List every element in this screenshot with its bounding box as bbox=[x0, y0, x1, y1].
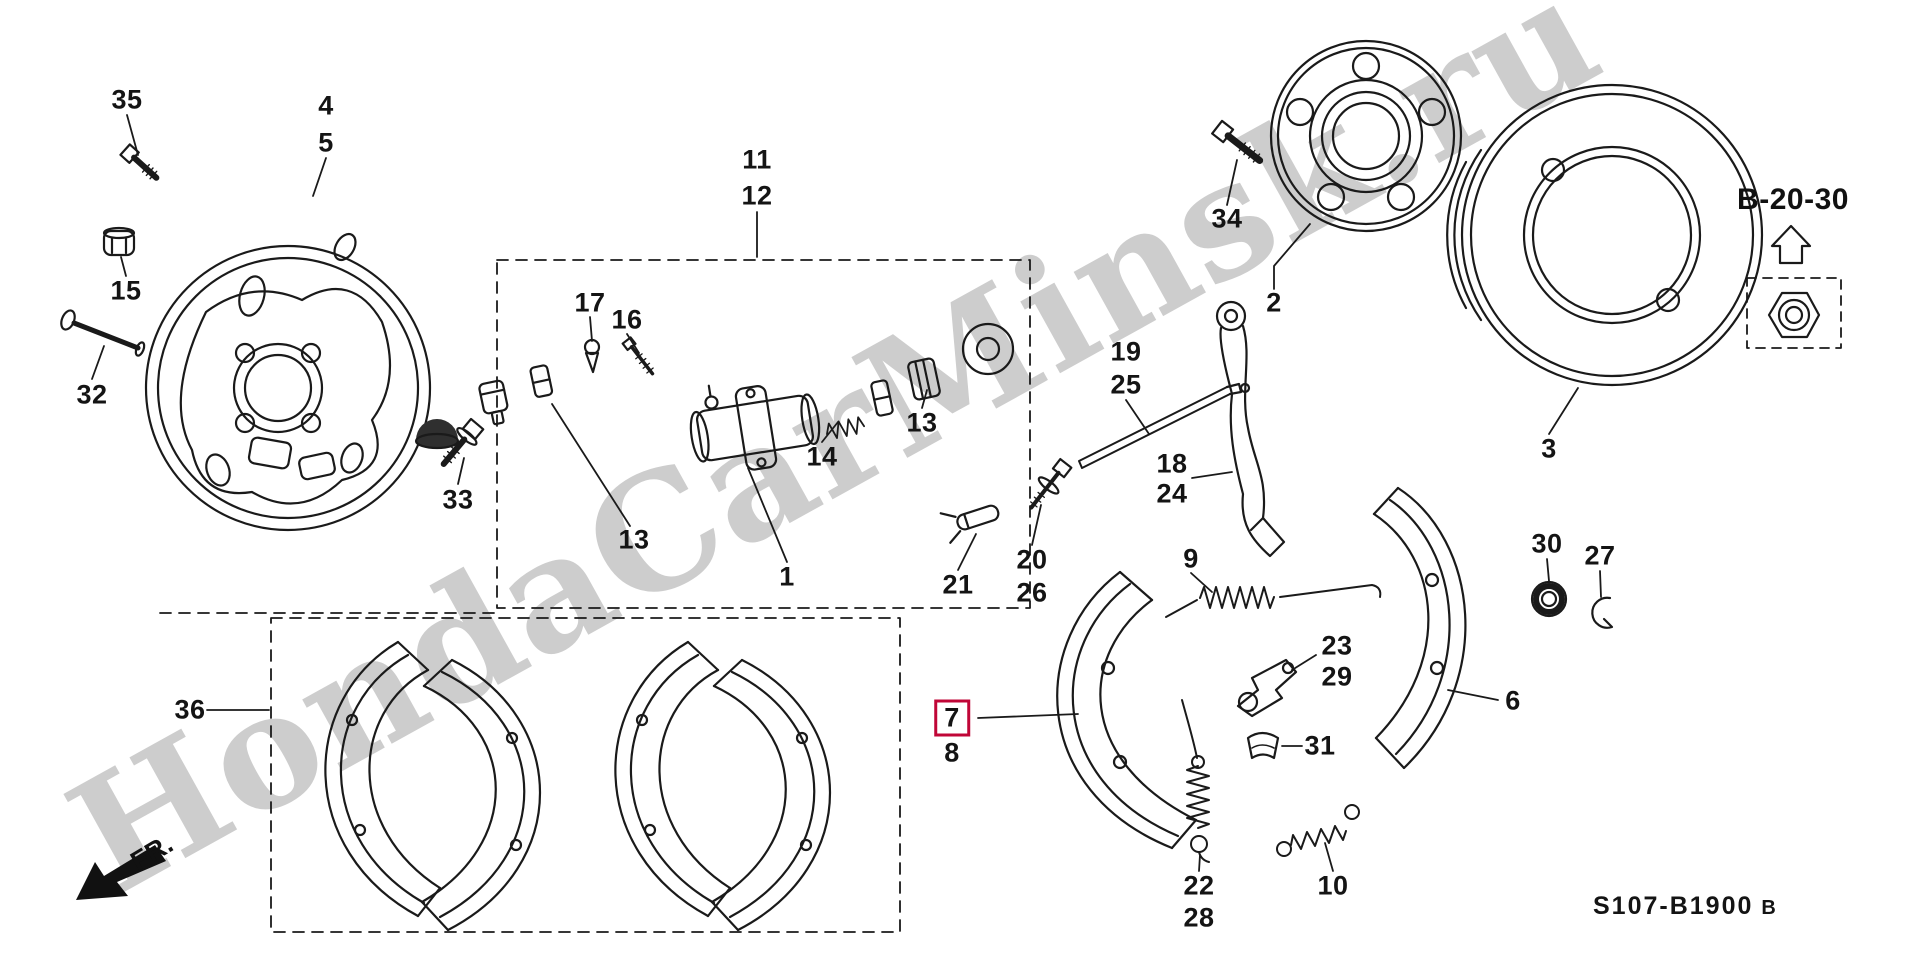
grommet-15-drawing bbox=[102, 226, 136, 257]
part-label-25[interactable]: 25 bbox=[1110, 369, 1142, 400]
part-label-33[interactable]: 33 bbox=[442, 484, 474, 515]
parking-lever-18-drawing bbox=[1215, 300, 1286, 558]
hub-drawing bbox=[1269, 39, 1463, 233]
part-label-12[interactable]: 12 bbox=[741, 180, 773, 211]
part-label-7-highlighted[interactable]: 7 bbox=[934, 699, 970, 737]
brake-shoe-6-drawing bbox=[1372, 486, 1467, 770]
washer-30-drawing bbox=[1530, 580, 1568, 618]
part-label-28[interactable]: 28 bbox=[1183, 902, 1215, 933]
part-label-13-left[interactable]: 13 bbox=[618, 524, 650, 555]
part-label-24[interactable]: 24 bbox=[1156, 478, 1188, 509]
bolt-20-drawing bbox=[1029, 457, 1073, 510]
part-label-3[interactable]: 3 bbox=[1541, 433, 1557, 464]
reference-nut-box-drawing bbox=[1746, 277, 1842, 349]
part-label-15[interactable]: 15 bbox=[110, 275, 142, 306]
part-label-35[interactable]: 35 bbox=[111, 84, 143, 115]
diagram-code-suffix: B bbox=[1761, 897, 1776, 919]
part-label-1[interactable]: 1 bbox=[779, 561, 795, 592]
shoe-set-boundary-box bbox=[270, 617, 901, 933]
part-label-10[interactable]: 10 bbox=[1317, 870, 1349, 901]
part-label-5[interactable]: 5 bbox=[318, 127, 334, 158]
part-label-14[interactable]: 14 bbox=[806, 441, 838, 472]
part-label-30[interactable]: 30 bbox=[1531, 528, 1563, 559]
pin-32-drawing bbox=[60, 309, 146, 357]
part-label-21[interactable]: 21 bbox=[942, 569, 974, 600]
part-label-32[interactable]: 32 bbox=[76, 379, 108, 410]
bolt-35-drawing bbox=[119, 143, 160, 181]
part-label-31[interactable]: 31 bbox=[1304, 730, 1336, 761]
part-label-23[interactable]: 23 bbox=[1321, 630, 1353, 661]
fr-direction-arrow-icon bbox=[76, 845, 166, 900]
shoe-set-drawing bbox=[324, 640, 831, 932]
part-label-34[interactable]: 34 bbox=[1211, 203, 1243, 234]
part-label-17[interactable]: 17 bbox=[574, 287, 606, 318]
part-label-4[interactable]: 4 bbox=[318, 90, 334, 121]
lower-spring-22-drawing bbox=[1181, 699, 1210, 863]
part-label-20[interactable]: 20 bbox=[1016, 544, 1048, 575]
part-label-29[interactable]: 29 bbox=[1321, 661, 1353, 692]
clamp-31-drawing bbox=[1246, 731, 1280, 760]
boot-13-right-drawing bbox=[961, 322, 1015, 376]
part-label-36[interactable]: 36 bbox=[174, 694, 206, 725]
part-label-2[interactable]: 2 bbox=[1266, 287, 1282, 318]
spring-10-drawing bbox=[1276, 804, 1360, 857]
part-label-6[interactable]: 6 bbox=[1505, 685, 1521, 716]
brake-rod-19-drawing bbox=[1078, 382, 1251, 469]
part-label-9[interactable]: 9 bbox=[1183, 543, 1199, 574]
part-label-13-right[interactable]: 13 bbox=[906, 407, 938, 438]
part-label-11[interactable]: 11 bbox=[742, 144, 772, 175]
diagram-code-main: S107-B1900 bbox=[1593, 892, 1754, 920]
brake-shoe-7-drawing bbox=[1056, 570, 1198, 850]
wheel-cylinder-boundary-box bbox=[159, 259, 1031, 614]
piston-13-drawing bbox=[907, 357, 941, 401]
part-label-7-text: 7 bbox=[944, 702, 960, 733]
cup-13-right-drawing bbox=[870, 379, 894, 417]
adjuster-23-drawing bbox=[1236, 658, 1298, 718]
part-label-22[interactable]: 22 bbox=[1183, 870, 1215, 901]
clip-27-drawing bbox=[1591, 596, 1614, 629]
bleeder-17-drawing bbox=[583, 338, 601, 374]
part-label-27[interactable]: 27 bbox=[1584, 540, 1616, 571]
part-label-26[interactable]: 26 bbox=[1016, 577, 1048, 608]
diagram-code: S107-B1900 B bbox=[1593, 892, 1776, 921]
brake-drum-drawing bbox=[1446, 83, 1764, 387]
part-label-18[interactable]: 18 bbox=[1156, 448, 1188, 479]
return-spring-9-drawing bbox=[1165, 584, 1382, 618]
boot-cap-13-left-drawing bbox=[414, 419, 460, 450]
part-label-8[interactable]: 8 bbox=[944, 737, 960, 768]
backing-plate-drawing bbox=[144, 232, 432, 532]
screw-16-drawing bbox=[621, 336, 655, 376]
stud-34-drawing bbox=[1211, 119, 1264, 164]
spring-14-drawing bbox=[826, 416, 866, 440]
leader-lines bbox=[91, 114, 1602, 872]
part-label-19[interactable]: 19 bbox=[1110, 336, 1142, 367]
wheel-cylinder-body-drawing bbox=[689, 384, 821, 471]
cup-13-left-drawing bbox=[529, 364, 554, 398]
plug-13-left-drawing bbox=[478, 379, 509, 426]
part-label-16[interactable]: 16 bbox=[611, 304, 643, 335]
pushrod-21-drawing bbox=[939, 504, 1000, 544]
bolt-33-drawing bbox=[440, 417, 485, 467]
reference-arrow-icon bbox=[1770, 224, 1812, 265]
reference-code-link[interactable]: B-20-30 bbox=[1737, 183, 1849, 216]
